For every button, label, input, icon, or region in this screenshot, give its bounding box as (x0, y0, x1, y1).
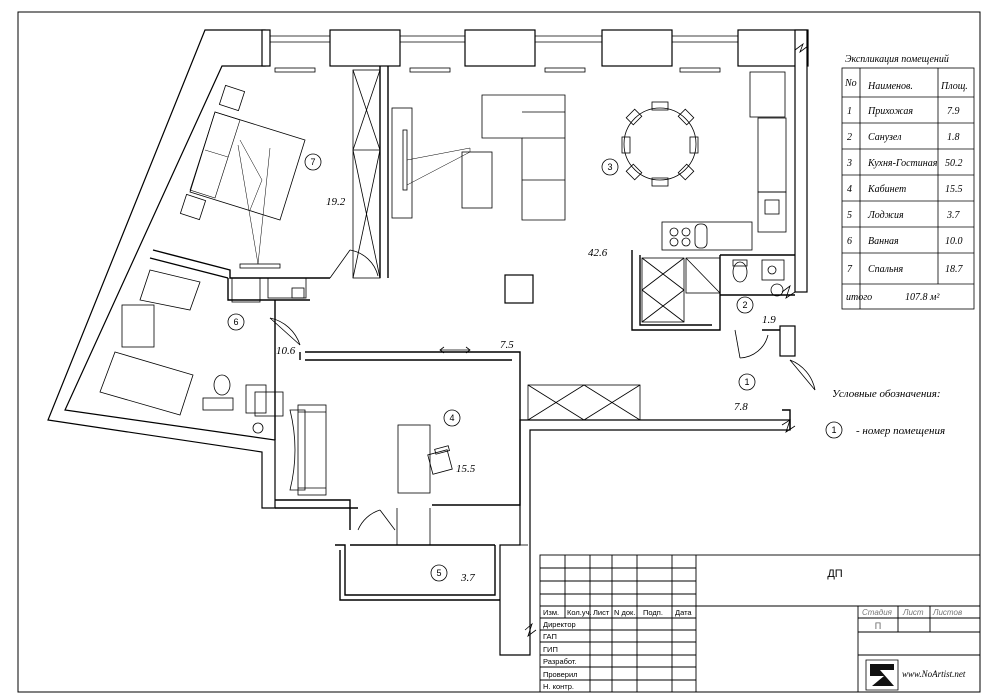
room-area-6: 10.6 (276, 345, 296, 357)
room-area-7: 19.2 (326, 196, 346, 208)
title-block-role: ГИП (543, 645, 558, 654)
explication-row-name: Санузел (868, 132, 902, 143)
explication-row-name: Кухня-Гостиная (867, 158, 938, 169)
room-areas: 19.2 42.6 1.9 10.6 7.5 7.8 15.5 3.7 (276, 196, 776, 584)
explication-header-no: No (844, 78, 857, 89)
explication-row-no: 6 (847, 236, 852, 247)
title-block-sheets-label: Листов (932, 608, 962, 617)
title-block: ДП Изм. Кол.уч. Лист N док. Подп. Дата Д… (539, 554, 981, 693)
title-block-role: ГАП (543, 632, 557, 641)
explication-row-no: 4 (847, 184, 852, 195)
room-markers: 7 3 2 6 1 4 5 (227, 153, 756, 582)
explication-row-area: 15.5 (945, 184, 963, 195)
explication-row-area: 3.7 (946, 210, 961, 221)
explication-row-name: Спальня (868, 264, 904, 275)
title-block-col: Лист (593, 608, 610, 617)
explication-row-name: Лоджия (867, 210, 904, 221)
room-marker-6: 6 (233, 317, 238, 327)
legend: Условные обозначения: 1 - номер помещени… (825, 388, 945, 439)
legend-title: Условные обозначения: (832, 388, 941, 400)
corridor-area: 7.5 (500, 339, 514, 351)
legend-symbol: 1 (831, 425, 836, 435)
room-area-1: 7.8 (734, 401, 748, 413)
explication-row-name: Ванная (868, 236, 899, 247)
room-marker-3: 3 (607, 162, 612, 172)
room-area-2: 1.9 (762, 314, 776, 326)
title-block-col: Кол.уч. (567, 608, 592, 617)
explication-table: Экспликация помещений No Наименов. Площ.… (841, 54, 975, 310)
room-marker-1: 1 (744, 377, 749, 387)
legend-text: - номер помещения (856, 425, 945, 437)
noartist-logo (865, 659, 899, 691)
title-block-col: N док. (614, 608, 635, 617)
explication-row-no: 5 (847, 210, 852, 221)
explication-row-no: 3 (846, 158, 852, 169)
title-block-role: Разработ. (543, 657, 577, 666)
room-marker-2: 2 (742, 300, 747, 310)
explication-header-area: Площ. (940, 81, 968, 92)
title-block-role: Проверил (543, 670, 578, 679)
title-block-sheet-label: Лист (902, 608, 924, 617)
explication-row-name: Кабинет (867, 184, 906, 195)
drawing-frame (17, 11, 981, 693)
room-marker-4: 4 (449, 413, 454, 423)
explication-total-label: итого (846, 292, 872, 303)
explication-row-area: 1.8 (947, 132, 960, 143)
explication-title: Экспликация помещений (845, 54, 949, 65)
windows-top (270, 35, 809, 73)
room-area-3: 42.6 (588, 247, 608, 259)
doors (269, 249, 816, 638)
title-block-project: ДП (827, 568, 842, 580)
title-block-role: Директор (543, 620, 576, 629)
room-marker-7: 7 (310, 157, 315, 167)
title-block-role: Н. контр. (543, 682, 574, 691)
explication-header-name: Наименов. (867, 81, 913, 92)
explication-row-no: 1 (847, 106, 852, 117)
room-marker-5: 5 (436, 568, 441, 578)
title-block-col: Подп. (643, 608, 663, 617)
explication-row-name: Прихожая (867, 106, 913, 117)
room-area-5: 3.7 (460, 572, 475, 584)
explication-total-value: 107.8 м² (905, 292, 940, 303)
explication-row-area: 7.9 (947, 106, 960, 117)
explication-row-no: 2 (847, 132, 852, 143)
room-area-4: 15.5 (456, 463, 476, 475)
explication-row-no: 7 (847, 264, 853, 275)
explication-row-area: 50.2 (945, 158, 963, 169)
explication-row-area: 10.0 (945, 236, 963, 247)
outer-walls (47, 29, 809, 656)
title-block-col: Изм. (543, 608, 559, 617)
title-block-stage-label: Стадия (862, 608, 893, 617)
title-block-website: www.NoArtist.net (902, 669, 966, 679)
title-block-stage-value: П (875, 621, 881, 631)
explication-row-area: 18.7 (945, 264, 964, 275)
furniture (99, 69, 787, 496)
title-block-col: Дата (675, 608, 692, 617)
